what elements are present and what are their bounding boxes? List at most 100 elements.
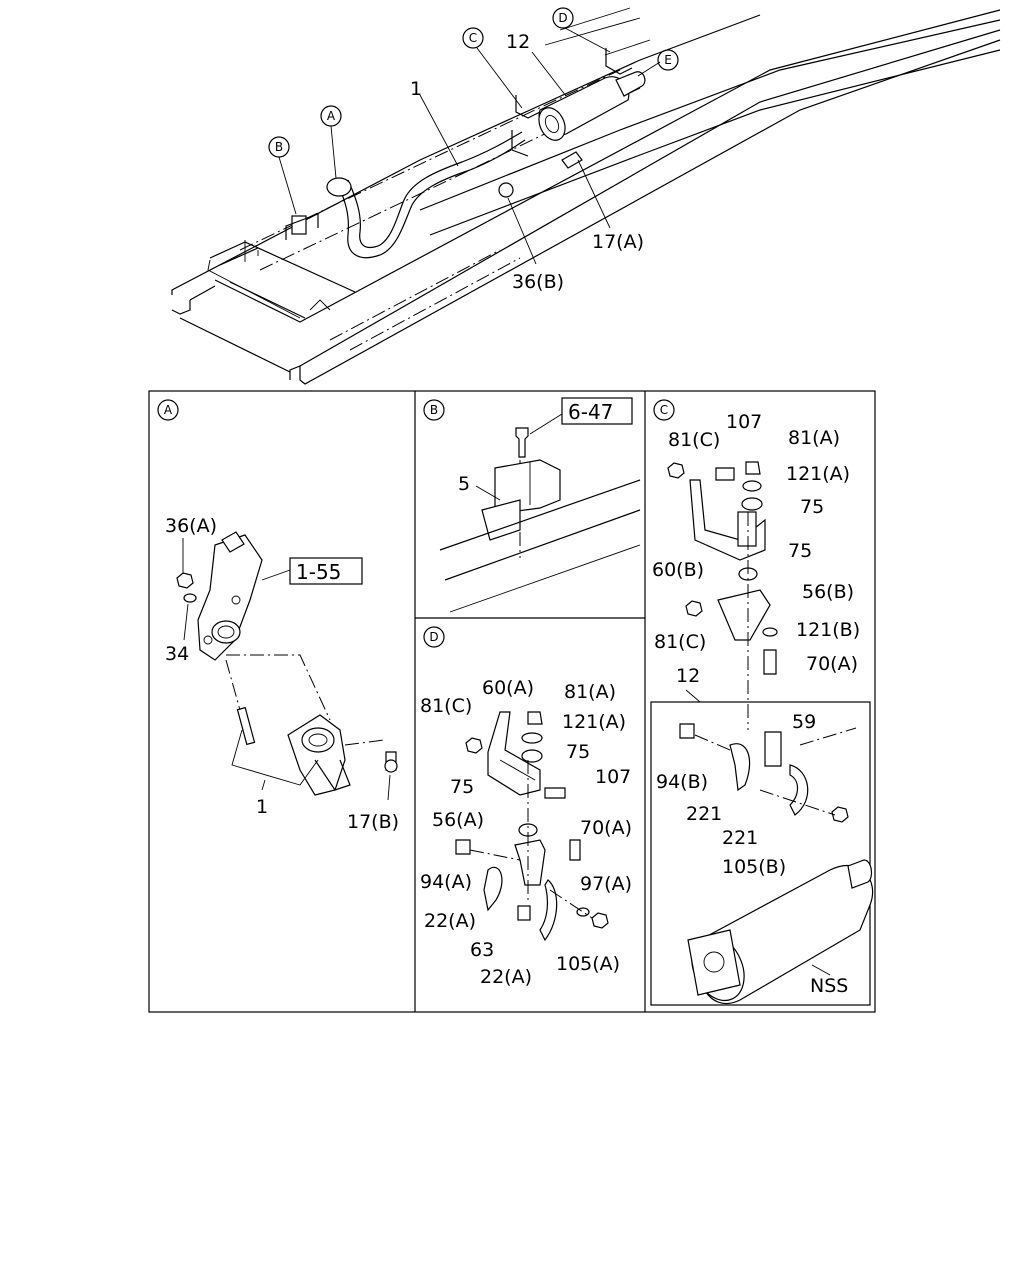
label-5: 5 (458, 473, 470, 495)
label-107-d: 107 (595, 766, 631, 788)
panel-a-marker-text: A (164, 403, 173, 417)
hanger-5 (481, 459, 561, 541)
label-121a-c: 121(A) (786, 463, 850, 485)
label-70a-d: 70(A) (580, 817, 632, 839)
panel-c-marker (653, 399, 675, 421)
svg-text:C: C (469, 31, 477, 45)
panel-d: D 81(C) 60(A) 81(A) 121(A) 75 75 107 56(… (420, 626, 632, 988)
callout-b: B (268, 136, 290, 158)
bracket-59 (764, 731, 782, 767)
bolt-94b (679, 723, 695, 739)
nut-81a-c (745, 461, 761, 475)
spacer-63 (517, 905, 531, 921)
panel-c: C 107 81(C) 81(A) (650, 399, 874, 1006)
label-94a: 94(A) (420, 871, 472, 893)
label-105a: 105(A) (556, 953, 620, 975)
panel-a-marker (157, 399, 179, 421)
ref-box-1-55: 1-55 (261, 557, 363, 585)
bracket-56a (514, 839, 546, 886)
svg-text:D: D (558, 11, 567, 25)
bolt-107-c (715, 467, 735, 481)
rubber-75-c-top (741, 497, 763, 511)
clamp-22a-top (483, 866, 503, 912)
bracket-60a (487, 711, 541, 796)
nut-105a (591, 912, 609, 929)
svg-text:A: A (327, 109, 336, 123)
hanger-b (291, 215, 307, 235)
panel-d-marker (423, 626, 445, 648)
panel-b-marker-text: B (430, 403, 438, 417)
bolt-17b (384, 759, 398, 773)
nut-105b (831, 806, 849, 823)
label-121a-d: 121(A) (562, 711, 626, 733)
label-17b: 17(B) (347, 811, 399, 833)
pipe-flange-section (236, 706, 398, 796)
label-muffler-12: 12 (506, 31, 530, 53)
label-81a-d: 81(A) (564, 681, 616, 703)
label-121b: 121(B) (796, 619, 860, 641)
label-81a-c: 81(A) (788, 427, 840, 449)
overview-brackets (285, 48, 633, 240)
label-56a: 56(A) (432, 809, 484, 831)
washer-121a-d (521, 732, 543, 744)
panel-b-marker (423, 399, 445, 421)
exhaust-flange (326, 177, 352, 197)
exhaust-manifold (197, 531, 263, 661)
label-22a-bottom: 22(A) (480, 966, 532, 988)
panel-a: A 1-55 (157, 399, 399, 833)
label-63: 63 (470, 939, 494, 961)
overview-assembly: A B C D E 1 12 17(A) 36(B) (171, 7, 1001, 385)
label-81c-c-top: 81(C) (668, 429, 720, 451)
label-75-c-bottom: 75 (788, 540, 812, 562)
label-97a: 97(A) (580, 873, 632, 895)
bolt-70a-d (569, 839, 581, 861)
bolt-70a-c (763, 649, 777, 675)
bracket-56b (717, 589, 771, 641)
chassis-frame (171, 7, 1001, 385)
label-60b: 60(B) (652, 559, 704, 581)
label-107-c: 107 (726, 411, 762, 433)
washer-121a-c (742, 480, 762, 492)
bolt-17a-overview (561, 151, 583, 169)
label-12-c: 12 (676, 665, 700, 687)
label-221-right: 221 (722, 827, 758, 849)
panel-d-marker-text: D (429, 630, 438, 644)
bolt-107-d (544, 787, 566, 799)
muffler-inset (650, 701, 871, 1006)
label-60a: 60(A) (482, 677, 534, 699)
svg-text:B: B (275, 140, 283, 154)
label-70a-c: 70(A) (806, 653, 858, 675)
clamp-221-left (729, 743, 751, 792)
nut-81a-d (527, 711, 543, 725)
overview-leaders (278, 27, 661, 265)
washer-121b (762, 627, 778, 637)
clamp-22a-bottom (539, 879, 558, 942)
label-34: 34 (165, 643, 189, 665)
nut-81c-c-top (667, 462, 685, 479)
clamp-221-right (789, 764, 809, 816)
ref-box-6-47: 6-47 (529, 397, 633, 435)
exhaust-pipe (326, 131, 526, 259)
label-pipe-1: 1 (410, 78, 422, 100)
svg-text:1-55: 1-55 (296, 560, 341, 584)
label-nss: NSS (810, 975, 848, 997)
svg-text:E: E (664, 53, 672, 67)
washer-34 (183, 593, 197, 603)
nut-81c-d (465, 737, 483, 754)
callout-e: E (657, 49, 679, 71)
rubber-75-d-right (521, 749, 543, 763)
svg-text:6-47: 6-47 (568, 400, 613, 424)
label-75-d-left: 75 (450, 776, 474, 798)
label-nut-36b: 36(B) (512, 271, 564, 293)
callout-c: C (462, 27, 484, 49)
muffler-nss (687, 859, 874, 1005)
callout-d: D (552, 7, 574, 29)
label-bolt-17a: 17(A) (592, 231, 644, 253)
label-94b: 94(B) (656, 771, 708, 793)
nut-36a (176, 572, 194, 589)
panel-c-marker-text: C (660, 403, 668, 417)
label-81c-c-bottom: 81(C) (654, 631, 706, 653)
label-22a-top: 22(A) (424, 910, 476, 932)
panel-b: B 6-47 5 (423, 397, 641, 613)
label-36a: 36(A) (165, 515, 217, 537)
